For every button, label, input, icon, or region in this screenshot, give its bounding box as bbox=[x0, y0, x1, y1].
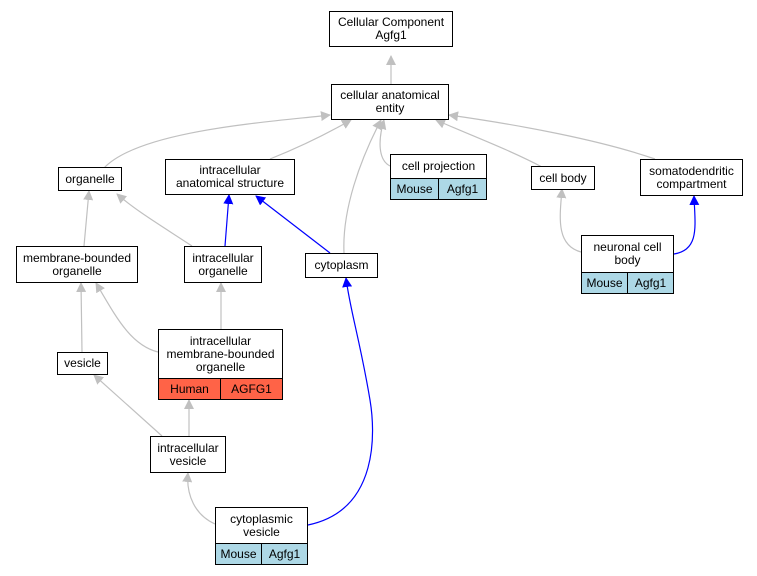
node-neuronal-cell-body[interactable]: neuronal cell body Mouse Agfg1 bbox=[581, 235, 674, 294]
annotation-row: Mouse Agfg1 bbox=[216, 543, 307, 564]
node-intracellular-membrane-bounded-organelle[interactable]: intracellular membrane-bounded organelle… bbox=[158, 329, 283, 400]
node-label-line: intracellular bbox=[157, 440, 219, 455]
species-tag[interactable]: Human bbox=[159, 379, 220, 399]
edge-intracellular-organelle-to-intracellular-structure[interactable] bbox=[223, 194, 234, 247]
edge-cytoplasmic-vesicle-to-cytoplasm[interactable] bbox=[307, 277, 374, 526]
node-label-line: neuronal cell bbox=[593, 240, 662, 254]
node-label-line: membrane-bounded bbox=[22, 250, 132, 265]
node-label-line: somatodendritic bbox=[649, 163, 734, 178]
gene-tag[interactable]: Agfg1 bbox=[438, 179, 486, 199]
node-cytoplasmic-vesicle[interactable]: cytoplasmic vesicle Mouse Agfg1 bbox=[215, 507, 308, 565]
node-label-line: vesicle bbox=[169, 453, 207, 468]
node-label-line: cellular anatomical bbox=[340, 88, 440, 102]
node-cell-body[interactable]: cell body bbox=[531, 166, 595, 190]
node-label: cell body bbox=[539, 170, 587, 185]
node-label-line: membrane-bounded bbox=[166, 346, 275, 361]
gene-tag[interactable]: Agfg1 bbox=[627, 273, 673, 293]
edge-neuronal-cell-body-to-cell-body bbox=[556, 188, 582, 253]
node-intracellular-organelle[interactable]: intracellular organelle bbox=[184, 246, 262, 283]
edge-neuronal-cell-body-to-somatodendritic[interactable] bbox=[673, 195, 700, 255]
species-tag[interactable]: Mouse bbox=[216, 544, 261, 564]
node-label-line: intracellular bbox=[189, 333, 252, 348]
edge-intracellular-structure-to-entity bbox=[269, 119, 352, 160]
node-cytoplasm[interactable]: cytoplasm bbox=[305, 253, 378, 278]
node-cell-projection[interactable]: cell projection Mouse Agfg1 bbox=[390, 154, 487, 200]
node-label-line: organelle bbox=[52, 263, 102, 278]
node-label-line: anatomical structure bbox=[175, 176, 285, 190]
node-label: intracellular membrane-bounded organelle bbox=[159, 330, 282, 378]
edge-somatodendritic-to-entity bbox=[448, 111, 656, 160]
node-label: cytoplasmic vesicle bbox=[216, 508, 307, 543]
node-label-line: vesicle bbox=[243, 524, 280, 539]
node-label-line: cytoplasmic bbox=[230, 511, 293, 526]
node-label: cell projection bbox=[401, 159, 476, 173]
node-intracellular-anatomical-structure[interactable]: intracellular anatomical structure bbox=[165, 159, 295, 195]
annotation-row: Mouse Agfg1 bbox=[582, 272, 673, 293]
edge-organelle-to-entity bbox=[103, 111, 331, 169]
edge-cell-body-to-entity bbox=[435, 119, 543, 168]
node-vesicle[interactable]: vesicle bbox=[57, 352, 108, 375]
edge-cytoplasm-to-intracellular-structure[interactable] bbox=[255, 195, 331, 254]
node-label-line: intracellular bbox=[199, 163, 261, 177]
edge-intracellular-membrane-bounded-to-membrane-bounded bbox=[95, 282, 159, 353]
node-label-line: Cellular Component bbox=[337, 15, 445, 29]
node-somatodendritic-compartment[interactable]: somatodendritic compartment bbox=[640, 159, 743, 196]
node-label-line: entity bbox=[375, 101, 405, 115]
node-label-line: organelle bbox=[195, 359, 246, 374]
edge-intracellular-organelle-to-organelle bbox=[116, 193, 193, 247]
edge-membrane-bounded-to-organelle bbox=[83, 190, 94, 247]
edge-cytoplasmic-vesicle-to-intracellular-vesicle bbox=[182, 472, 216, 525]
node-intracellular-vesicle[interactable]: intracellular vesicle bbox=[150, 436, 226, 473]
node-label-line: compartment bbox=[656, 176, 727, 191]
annotation-row: Mouse Agfg1 bbox=[391, 178, 486, 199]
edge-vesicle-to-membrane-bounded bbox=[76, 282, 87, 353]
edge-intracellular-vesicle-to-vesicle bbox=[93, 374, 163, 437]
species-tag[interactable]: Mouse bbox=[582, 273, 627, 293]
edge-cytoplasm-to-entity bbox=[343, 119, 382, 254]
node-membrane-bounded-organelle[interactable]: membrane-bounded organelle bbox=[16, 246, 138, 283]
species-tag[interactable]: Mouse bbox=[391, 179, 438, 199]
node-label: vesicle bbox=[64, 356, 101, 370]
node-label-line: Agfg1 bbox=[375, 28, 407, 42]
node-label: organelle bbox=[65, 171, 115, 186]
node-label-line: organelle bbox=[198, 263, 248, 278]
node-label-line: intracellular bbox=[192, 250, 254, 265]
edge-cell-projection-to-entity bbox=[376, 119, 391, 167]
gene-tag[interactable]: AGFG1 bbox=[220, 379, 282, 399]
node-label-line: body bbox=[614, 253, 641, 267]
node-label: cytoplasm bbox=[314, 258, 369, 272]
gene-tag[interactable]: Agfg1 bbox=[261, 544, 307, 564]
node-label: neuronal cell body bbox=[582, 236, 673, 272]
annotation-row: Human AGFG1 bbox=[159, 378, 282, 399]
node-cellular-anatomical-entity[interactable]: cellular anatomical entity bbox=[331, 84, 449, 120]
node-cellular-component-agfg1[interactable]: Cellular Component Agfg1 bbox=[329, 11, 453, 47]
node-organelle[interactable]: organelle bbox=[58, 167, 122, 191]
